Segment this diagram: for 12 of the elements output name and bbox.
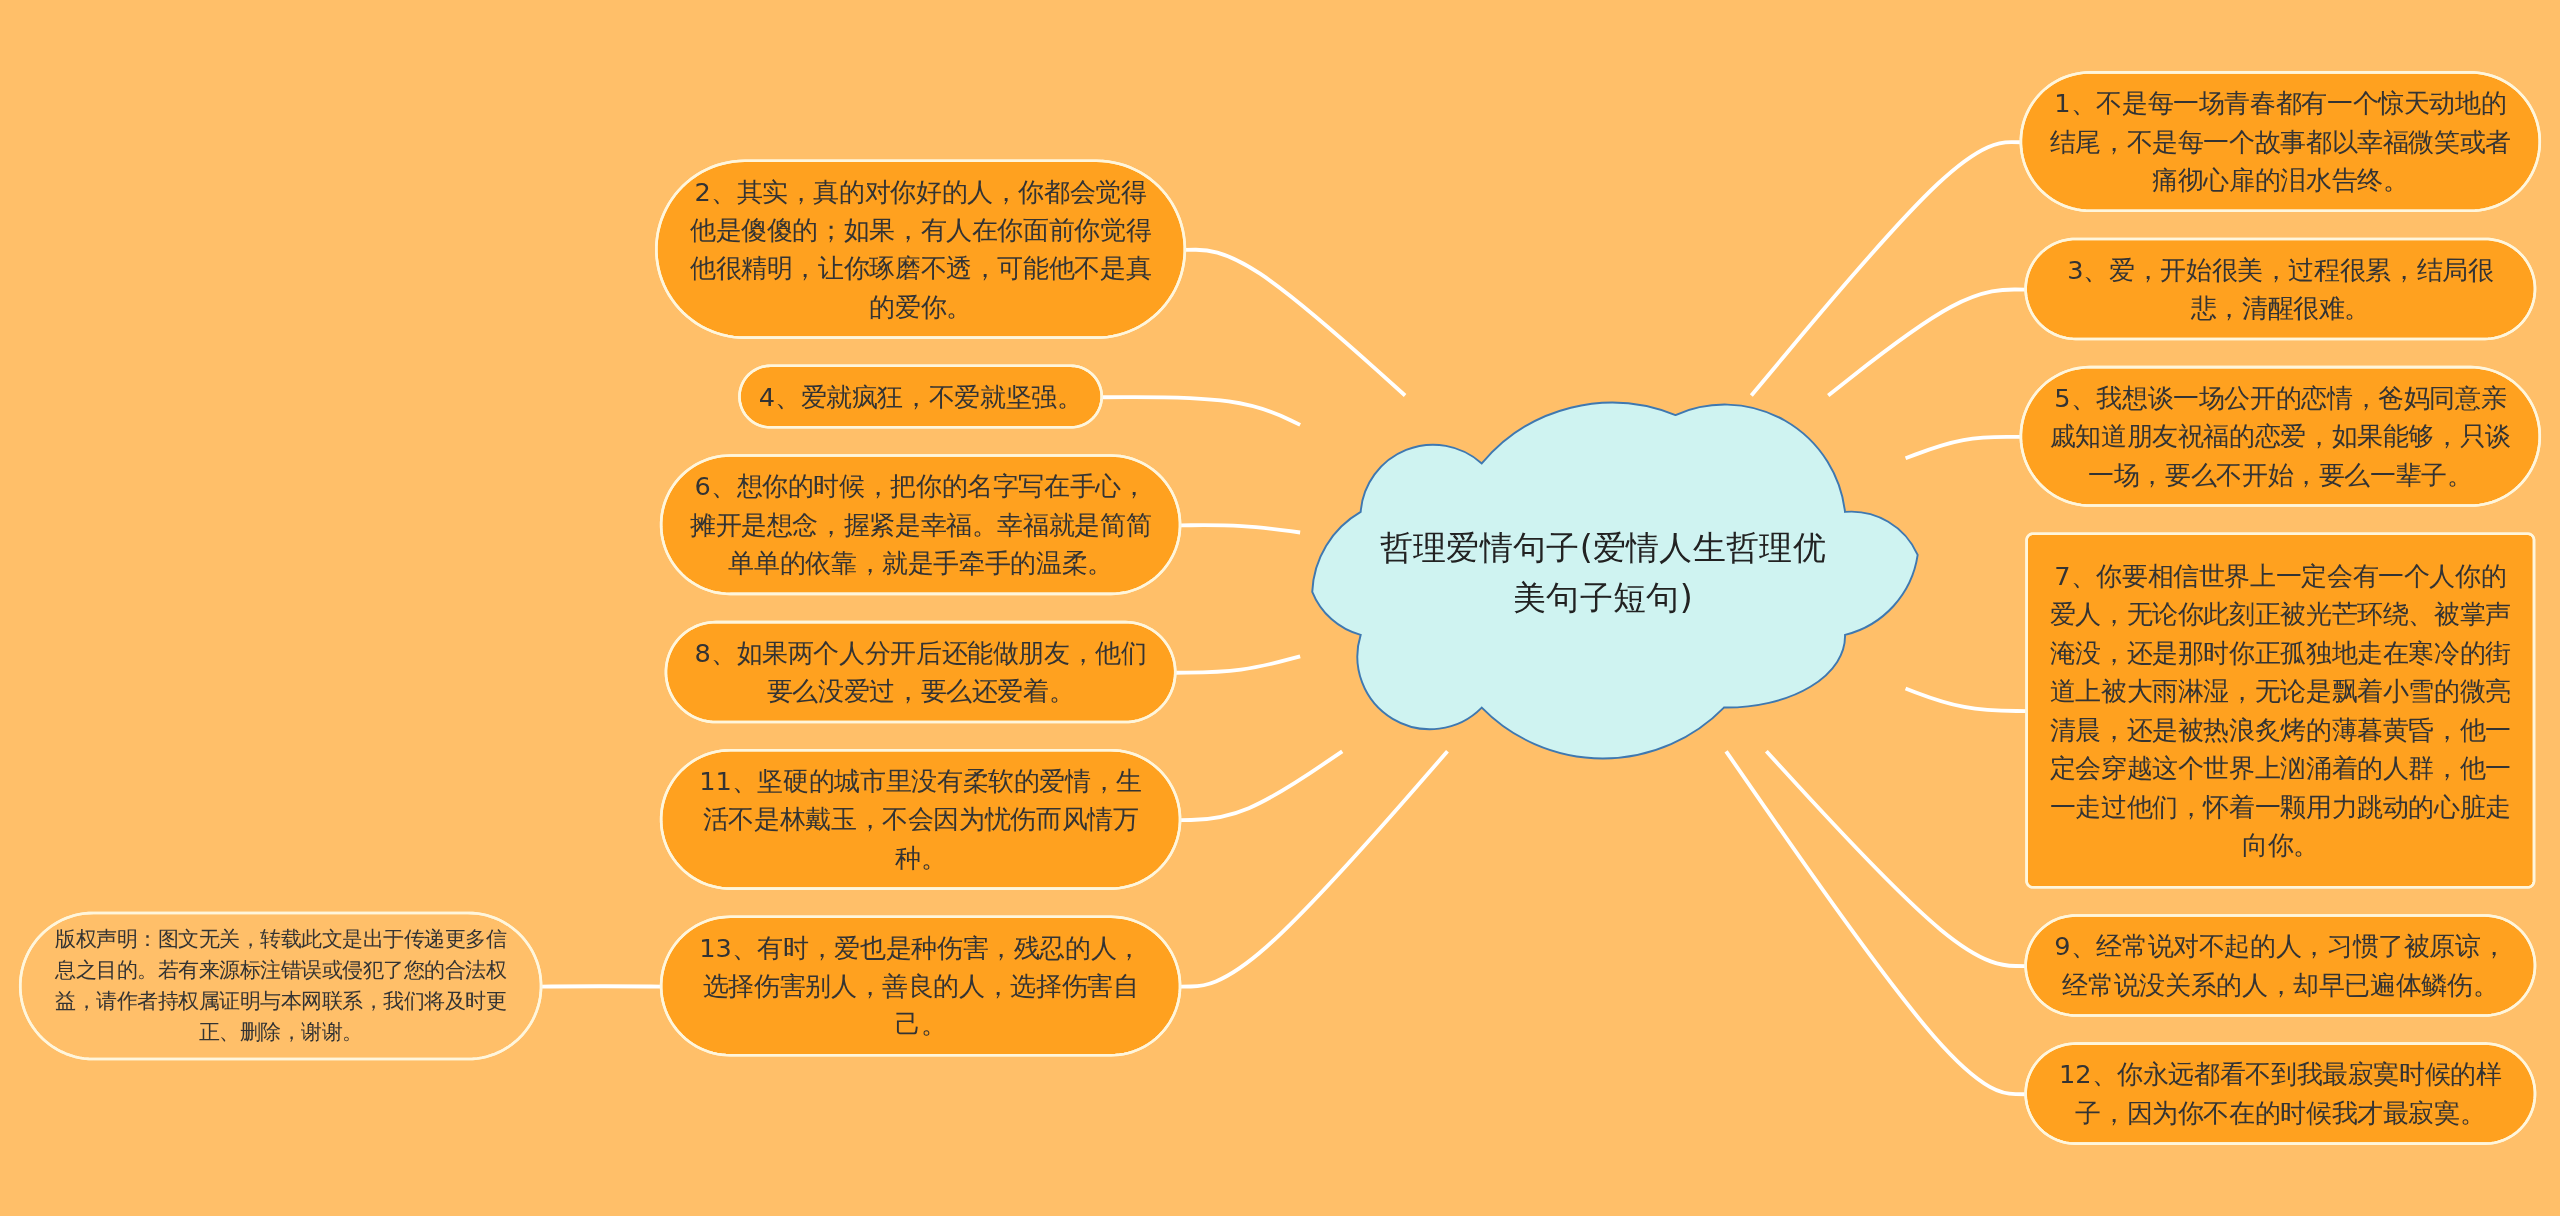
- connector: [541, 984, 662, 989]
- connector: [1724, 750, 2027, 1097]
- connector: [1175, 654, 1301, 675]
- connector: [1102, 395, 1301, 427]
- connector: [1764, 750, 2027, 969]
- connector: [1749, 140, 2022, 397]
- connector: [1904, 434, 2022, 461]
- connector: [1827, 287, 2027, 397]
- connector: [1180, 523, 1301, 535]
- connector: [1180, 749, 1344, 822]
- connector: [1185, 247, 1407, 397]
- connector: [1180, 750, 1449, 989]
